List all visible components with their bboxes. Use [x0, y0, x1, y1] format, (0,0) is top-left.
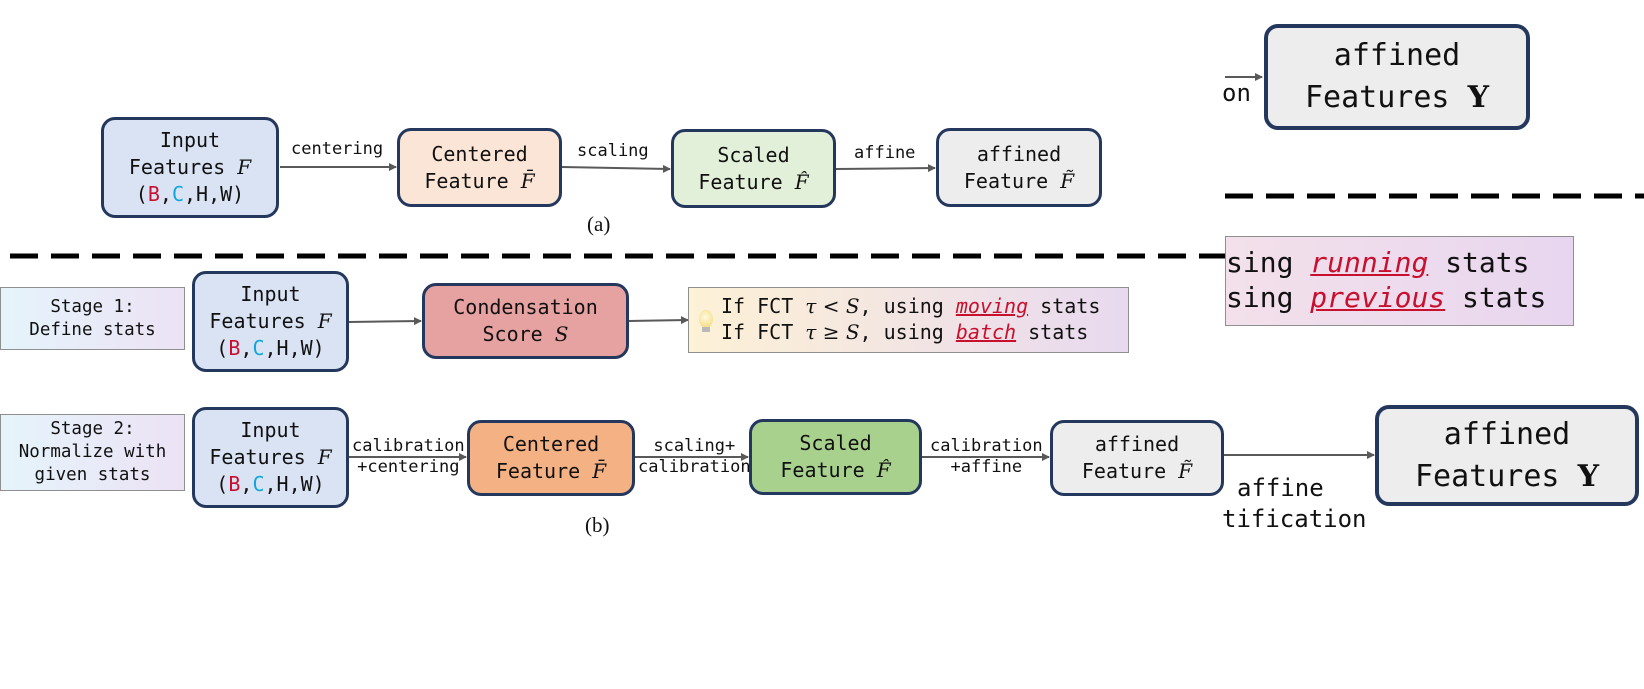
stage2-label-line2: Normalize with — [18, 442, 167, 462]
top-right-output-box: affined Features Y — [1264, 24, 1530, 130]
arrow-s1-input-score — [348, 317, 422, 326]
a-input-line1: Input — [159, 128, 221, 152]
arrow-s1-score-rule — [628, 316, 689, 325]
s2-affined-line1: affined — [1094, 432, 1180, 456]
s1-rule2: If FCT τ ≥ S, using batch stats — [721, 320, 1089, 344]
a-scaled-feature-box: Scaled Feature F̂ — [671, 129, 836, 208]
stage2-label: Stage 2: Normalize with given stats — [0, 414, 185, 491]
a-affined-line2: Feature F̃ — [963, 168, 1075, 193]
s1-stats-rule-note: If FCT τ < S, using moving stats If FCT … — [688, 287, 1129, 353]
right-note-line1: sing running stats — [1226, 246, 1530, 279]
stage1-label-line1: Stage 1: — [50, 296, 135, 317]
a-input-dims: (B,C,H,W) — [135, 182, 245, 206]
a-scaled-line2: Feature F̂ — [698, 169, 809, 194]
right-note-line2: sing previous stats — [1226, 281, 1547, 314]
stage2-label-line1: Stage 2: — [50, 419, 135, 439]
s2-input-line1: Input — [240, 418, 301, 442]
s1-input-line1: Input — [240, 282, 301, 306]
a-label-centering: centering — [291, 139, 384, 159]
a-centered-line1: Centered — [431, 141, 528, 166]
s1-input-line2: Features F — [209, 309, 332, 333]
s2-output-line2: Features Y — [1415, 458, 1599, 494]
s2-label-scaling-calibration: scaling+ calibration — [638, 436, 751, 477]
s2-input-dims: (B,C,H,W) — [216, 472, 325, 496]
stage1-label-line2: Define stats — [29, 319, 156, 340]
stage1-label: Stage 1: Define stats — [0, 287, 185, 350]
top-right-arrow-label: on — [1222, 79, 1251, 107]
s2-scaled-feature-box: Scaled Feature F̂ — [749, 419, 922, 495]
s2-scaled-line2: Feature F̂ — [780, 458, 891, 482]
s1-input-dims: (B,C,H,W) — [216, 336, 325, 360]
a-scaled-line1: Scaled — [717, 142, 790, 167]
a-centered-line2: Feature F̄ — [424, 168, 535, 193]
s2-label-affine-rectification: affine tification — [1222, 474, 1367, 533]
b-caption: (b) — [585, 513, 610, 537]
s2-affined-feature-box: affined Feature F̃ — [1050, 420, 1224, 496]
a-label-affine: affine — [854, 143, 916, 163]
arrow-a-scaling — [561, 164, 671, 173]
s2-label-calibration-affine: calibration +affine — [930, 436, 1043, 477]
s2-centered-feature-box: Centered Feature F̄ — [467, 420, 635, 496]
s1-condensation-score-box: Condensation Score S — [422, 283, 629, 359]
s2-output-line1: affined — [1443, 416, 1571, 452]
a-input-features-box: Input Features F (B,C,H,W) — [101, 117, 279, 218]
s2-centered-line1: Centered — [502, 432, 600, 456]
s2-input-line2: Features F — [209, 445, 332, 469]
a-caption: (a) — [587, 212, 611, 236]
top-right-output-line2: Features Y — [1305, 80, 1489, 115]
a-centered-feature-box: Centered Feature F̄ — [397, 128, 562, 207]
lightbulb-base-icon — [702, 327, 710, 332]
s2-scaled-line1: Scaled — [799, 431, 872, 455]
a-label-scaling: scaling — [577, 141, 649, 161]
arrow-a-affine — [835, 164, 936, 173]
stage2-label-line3: given stats — [34, 465, 151, 485]
s1-score-line1: Condensation — [453, 295, 598, 319]
s2-label-calibration-centering: calibration +centering — [352, 436, 465, 477]
s2-output-features-box: affined Features Y — [1375, 405, 1639, 506]
a-affined-line1: affined — [976, 141, 1062, 166]
lightbulb-icon — [699, 310, 713, 328]
top-right-output-line1: affined — [1333, 38, 1461, 73]
s1-score-line2: Score S — [482, 322, 569, 346]
s1-rule1: If FCT τ < S, using moving stats — [721, 294, 1101, 318]
s2-input-features-box: Input Features F (B,C,H,W) — [192, 407, 349, 508]
s2-affined-line2: Feature F̃ — [1081, 459, 1193, 483]
s1-input-features-box: Input Features F (B,C,H,W) — [192, 271, 349, 372]
a-input-line2: Features F — [128, 155, 252, 179]
right-stats-note: sing running stats sing previous stats — [1225, 236, 1574, 326]
s2-centered-line2: Feature F̄ — [495, 459, 607, 483]
a-affined-feature-box: affined Feature F̃ — [936, 128, 1102, 207]
